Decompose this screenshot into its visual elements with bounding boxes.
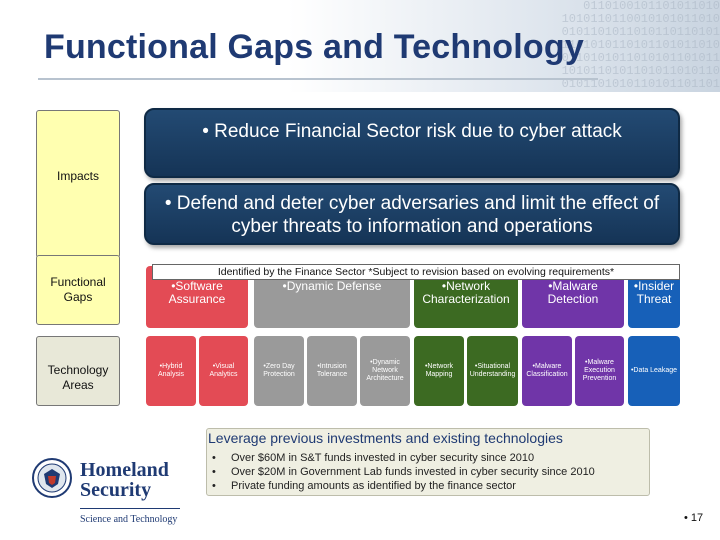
tech-intrusion-tolerance: •Intrusion Tolerance [307, 336, 357, 406]
tech-label: •Hybrid Analysis [148, 363, 194, 379]
gap-label: •Software Assurance [169, 279, 226, 306]
tech-label: •Zero Day Protection [256, 363, 302, 379]
leverage-item: Over $60M in S&T funds invested in cyber… [231, 452, 534, 465]
tech-label: •Data Leakage [631, 367, 677, 375]
row-label-technology-areas: Technology Areas [36, 336, 120, 406]
bullet-marker: • [212, 452, 216, 465]
impact-bar-reduce-risk: • Reduce Financial Sector risk due to cy… [144, 108, 680, 178]
row-label-functional-gaps-text: Functional Gaps [37, 275, 119, 305]
gap-label: •Insider Threat [634, 279, 674, 306]
dhs-name-line2: Security [80, 480, 169, 500]
tech-label: •Network Mapping [416, 363, 462, 379]
dhs-name-line1: Homeland [80, 460, 169, 480]
identified-by-note: Identified by the Finance Sector *Subjec… [152, 264, 680, 280]
row-label-impacts: Impacts [36, 110, 120, 258]
slide-title: Functional Gaps and Technology [44, 28, 584, 67]
leverage-item: Private funding amounts as identified by… [231, 480, 516, 493]
dhs-subtitle: Science and Technology [80, 514, 177, 525]
tech-dynamic-network-architecture: •Dynamic Network Architecture [360, 336, 410, 406]
tech-visual-analytics: •Visual Analytics [199, 336, 248, 406]
tech-label: •Intrusion Tolerance [309, 363, 355, 379]
branding-divider [80, 508, 180, 509]
tech-data-leakage: •Data Leakage [628, 336, 680, 406]
gap-label: •Network Characterization [422, 279, 509, 306]
gap-label: •Malware Detection [548, 279, 599, 306]
tech-label: •Visual Analytics [201, 363, 246, 379]
impact-bar-defend-deter-text: • Defend and deter cyber adversaries and… [165, 193, 659, 237]
row-label-technology-areas-text: Technology Areas [37, 363, 119, 393]
row-label-impacts-text: Impacts [37, 169, 119, 183]
tech-label: •Malware Classification [524, 363, 570, 379]
title-divider [38, 78, 598, 80]
tech-malware-classification: •Malware Classification [522, 336, 572, 406]
tech-malware-execution-prevention: •Malware Execution Prevention [575, 336, 624, 406]
impact-bar-defend-deter: • Defend and deter cyber adversaries and… [144, 183, 680, 245]
tech-network-mapping: •Network Mapping [414, 336, 464, 406]
bullet-marker: • [212, 480, 216, 493]
leverage-title: Leverage previous investments and existi… [208, 430, 563, 446]
tech-label: •Malware Execution Prevention [577, 359, 622, 383]
tech-label: •Dynamic Network Architecture [362, 359, 408, 383]
dhs-wordmark: Homeland Security [80, 460, 169, 500]
page-number: • 17 [684, 512, 703, 524]
tech-zero-day-protection: •Zero Day Protection [254, 336, 304, 406]
tech-situational-understanding: •Situational Understanding [467, 336, 518, 406]
row-label-functional-gaps: Functional Gaps [36, 255, 120, 325]
tech-hybrid-analysis: •Hybrid Analysis [146, 336, 196, 406]
gap-label: •Dynamic Defense [283, 279, 382, 293]
dhs-seal-icon [32, 458, 72, 498]
impact-bar-reduce-risk-text: • Reduce Financial Sector risk due to cy… [202, 121, 622, 142]
tech-label: •Situational Understanding [469, 363, 516, 379]
bullet-marker: • [212, 466, 216, 479]
leverage-item: Over $20M in Government Lab funds invest… [231, 466, 595, 479]
